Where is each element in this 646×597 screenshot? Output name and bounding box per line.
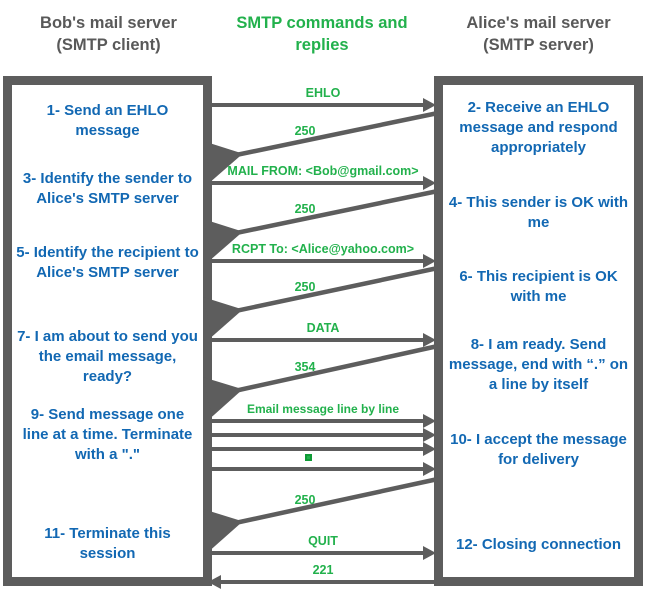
arrowhead-body-2 [423,428,436,442]
client-step-9: 9- Send message one line at a time. Term… [22,406,193,463]
server-step-12: 12- Closing connection [455,536,621,553]
column-header-middle: SMTP commands and replies [222,12,422,57]
column-header-middle-line2: replies [295,36,349,55]
column-header-client-line2: (SMTP client) [56,36,161,55]
arrowhead-body-1 [423,414,436,428]
message-label-data: DATA [306,321,340,335]
message-line-body-1 [207,419,425,423]
server-step-2: 2- Receive an EHLO message and respond a… [459,99,618,156]
column-header-server: Alice's mail server (SMTP server) [436,12,641,57]
message-channel: EHLO 250 MAIL FROM: <Bob@gmail.com> 250 … [203,76,439,589]
diagonal-arrow-250-body [203,476,439,549]
diagonal-arrow-250-rcpt [203,265,439,337]
end-of-message-dot-icon [305,454,312,461]
message-label-221: 221 [312,563,334,577]
message-label-email-body: Email message line by line [246,402,400,416]
message-label-rcpt-to: RCPT To: <Alice@yahoo.com> [231,242,415,256]
client-step-3: 3- Identify the sender to Alice's SMTP s… [22,170,193,207]
message-label-quit: QUIT [308,534,338,548]
message-line-ehlo [207,103,425,107]
message-line-quit [207,551,425,555]
column-header-client-line1: Bob's mail server [40,14,177,32]
message-label-250-body: 250 [294,493,316,507]
arrowhead-ehlo [423,98,436,112]
message-line-rcpt-to [207,259,425,263]
diagonal-arrow-250-ehlo [203,110,439,181]
client-panel: 1- Send an EHLO message 3- Identify the … [3,76,212,586]
message-line-data [207,338,425,342]
arrowhead-quit [423,546,436,560]
arrowhead-221 [208,575,221,589]
message-label-mail-from: MAIL FROM: <Bob@gmail.com> [227,164,419,178]
server-step-10: 10- I accept the message for delivery [450,431,627,468]
message-label-250-ehlo: 250 [294,124,316,138]
message-line-body-3 [207,447,425,451]
arrowhead-body-terminator [423,462,436,476]
client-panel-inner: 1- Send an EHLO message 3- Identify the … [12,85,203,577]
server-panel-inner: 2- Receive an EHLO message and respond a… [443,85,634,577]
arrowhead-body-3 [423,442,436,456]
message-label-354: 354 [294,360,316,374]
message-label-250-rcpt: 250 [294,280,316,294]
server-step-4: 4- This sender is OK with me [448,194,629,231]
column-header-middle-line1: SMTP commands and [236,14,408,32]
client-step-11: 11- Terminate this session [44,525,171,562]
message-line-221 [221,580,439,584]
column-header-server-line1: Alice's mail server [466,14,611,32]
message-label-250-mail: 250 [294,202,316,216]
server-step-8: 8- I am ready. Send message, end with “.… [448,336,629,393]
column-header-server-line2: (SMTP server) [483,36,594,55]
message-label-ehlo: EHLO [305,86,341,100]
message-line-mail-from [207,181,425,185]
diagonal-arrow-250-mail [203,188,439,259]
client-step-5: 5- Identify the recipient to Alice's SMT… [16,244,199,281]
message-line-body-2 [207,433,425,437]
arrowhead-mail-from [423,176,436,190]
server-step-6: 6- This recipient is OK with me [459,268,618,305]
client-step-1: 1- Send an EHLO message [46,102,169,139]
arrowhead-rcpt-to [423,254,436,268]
server-panel: 2- Receive an EHLO message and respond a… [434,76,643,586]
arrowhead-data [423,333,436,347]
diagonal-arrow-354 [203,343,439,417]
message-line-body-terminator [207,467,425,471]
column-header-client: Bob's mail server (SMTP client) [6,12,211,57]
client-step-7: 7- I am about to send you the email mess… [17,328,198,385]
